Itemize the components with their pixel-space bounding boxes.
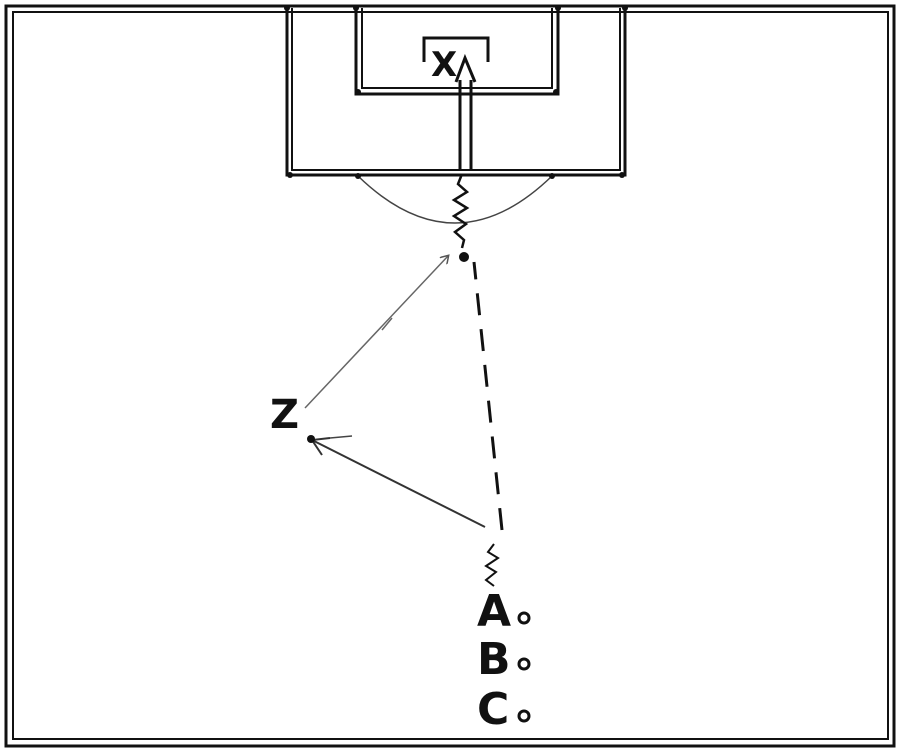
pass-a-to-z-head bbox=[310, 437, 331, 456]
pass-arrow-tick bbox=[381, 317, 393, 331]
label-z: Z bbox=[270, 392, 299, 438]
basket-box bbox=[422, 36, 490, 62]
dribble-end-dot bbox=[459, 252, 469, 262]
dribble-path-bottom bbox=[484, 543, 500, 587]
cut-path bbox=[472, 261, 504, 531]
court-boundary bbox=[4, 4, 896, 748]
label-c: C bbox=[477, 684, 509, 735]
key-area bbox=[284, 5, 628, 178]
ball-icon-a bbox=[517, 611, 531, 625]
label-a: A bbox=[477, 586, 511, 637]
ball-icon-c bbox=[517, 709, 531, 723]
ball-icon-b bbox=[517, 657, 531, 671]
pass-receive-dot bbox=[307, 435, 315, 443]
inner-box bbox=[353, 5, 561, 96]
label-b: B bbox=[477, 634, 511, 685]
dribble-path-top bbox=[451, 173, 470, 249]
pass-z-to-key bbox=[304, 256, 448, 409]
key-arc bbox=[357, 175, 553, 224]
pass-a-to-z bbox=[311, 439, 486, 528]
drive-arrow bbox=[454, 53, 477, 170]
label-x: X bbox=[431, 45, 457, 85]
z-movement-tick bbox=[329, 435, 353, 439]
